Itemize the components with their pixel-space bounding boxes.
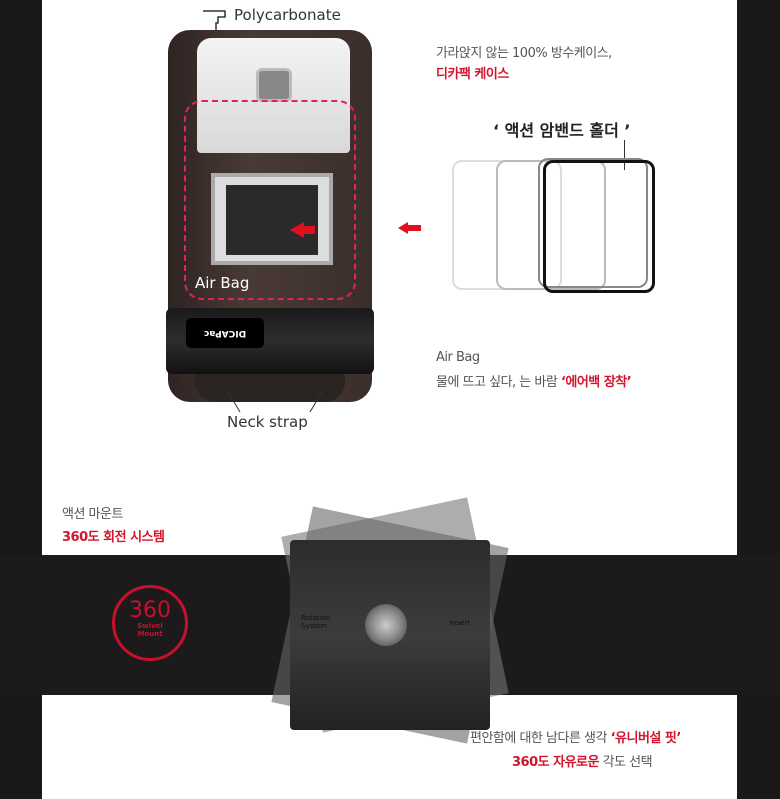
arrow-left-icon — [398, 222, 408, 234]
case-bottom — [195, 372, 345, 402]
plate-label-rotation: Rotation System — [301, 614, 331, 630]
airbag-text-plain: 물에 뜨고 싶다, 는 바람 — [436, 375, 561, 390]
mount-plate-inner — [226, 185, 318, 255]
universal-line1: 편안함에 대한 남다른 생각 ‘유니버설 핏’ — [470, 727, 681, 746]
airbag-outline — [184, 100, 356, 300]
universal-line2: 360도 자유로운 각도 선택 — [512, 751, 653, 770]
screw-icon — [365, 604, 407, 646]
intro-line1: 가라앉지 않는 100% 방수케이스, — [436, 46, 612, 61]
intro-line2: 디카팩 케이스 — [436, 67, 509, 82]
swivel-mount-badge: 360 Swivel Mount — [112, 585, 188, 661]
armband-image — [538, 158, 648, 288]
arrow-left-icon-tail — [407, 225, 421, 231]
polycarbonate-label: Polycarbonate — [234, 6, 341, 24]
universal-highlight: ‘유니버설 핏’ — [610, 731, 682, 746]
mount-line1: 액션 마운트 — [62, 507, 123, 522]
polycarbonate-pointer-icon — [200, 8, 230, 42]
mount-line2: 360도 회전 시스템 — [62, 530, 165, 545]
arrow-left-icon — [290, 222, 304, 238]
airbag-title: Air Bag — [436, 350, 480, 365]
armband-image — [543, 160, 655, 293]
armband-pointer — [624, 140, 625, 170]
plate-label-insert: Insert — [450, 619, 471, 627]
badge-number: 360 — [129, 598, 171, 623]
badge-line2: Mount — [137, 630, 163, 638]
camera-icon — [256, 68, 292, 102]
badge-line1: Swivel — [137, 622, 163, 630]
angle-text: 각도 선택 — [598, 755, 653, 770]
airbag-highlight: ‘에어백 장착’ — [560, 375, 632, 390]
universal-text: 편안함에 대한 남다른 생각 — [470, 731, 611, 746]
arrow-left-icon-tail — [303, 226, 315, 234]
dicapac-logo: DICAPac — [186, 318, 264, 348]
angle-highlight: 360도 자유로운 — [512, 755, 599, 770]
neck-strap-pointer-icon — [226, 390, 326, 419]
armband-title: ‘ 액션 암밴드 홀더 ’ — [493, 121, 631, 140]
airbag-label: Air Bag — [195, 274, 250, 292]
neck-strap-label: Neck strap — [227, 413, 308, 431]
airbag-text: 물에 뜨고 싶다, 는 바람 ‘에어백 장착’ — [436, 371, 632, 390]
